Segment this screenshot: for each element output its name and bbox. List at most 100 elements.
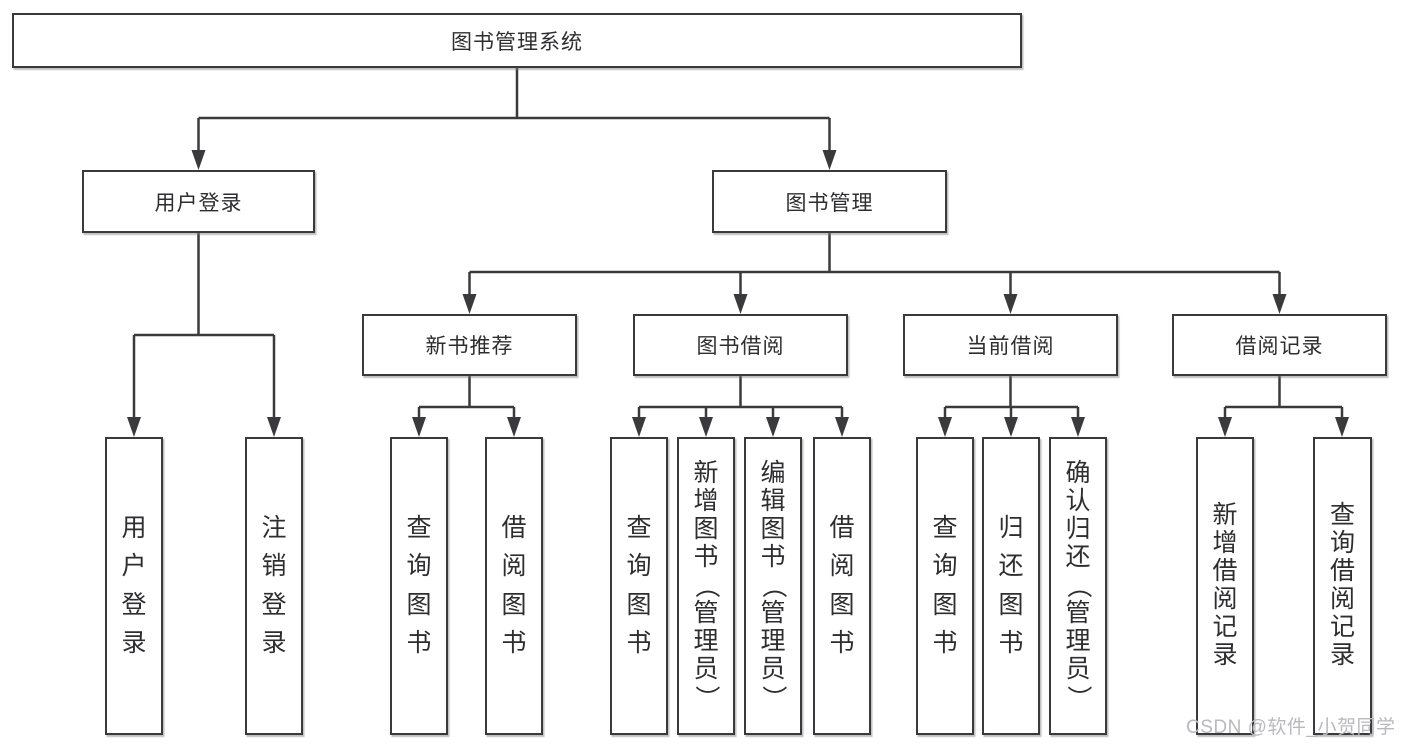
node-label: 新增图书（管理员） [692, 439, 721, 733]
vertical-char: 查 [626, 513, 652, 542]
vertical-char: 查 [1329, 501, 1355, 530]
node-label: 新增借阅记录 [1212, 439, 1237, 733]
vertical-char: 阅 [829, 552, 855, 580]
vertical-char: 理 [760, 627, 786, 656]
leaf-bb-edit-book-admin: 编辑图书（管理员） [744, 437, 802, 735]
arrowhead-icon [1272, 294, 1287, 314]
node-root-system: 图书管理系统 [12, 13, 1022, 68]
node-user-login-module: 用户登录 [82, 170, 315, 233]
vertical-char: 查 [932, 513, 958, 542]
vertical-char: 理 [693, 627, 719, 656]
arrowhead-icon [938, 417, 952, 437]
vertical-char: 录 [261, 629, 287, 657]
node-label: 用户登录 [154, 191, 243, 215]
vertical-char: 图 [932, 590, 958, 619]
leaf-user-login: 用户登录 [105, 437, 163, 735]
leaf-cb-query-book: 查询图书 [916, 437, 974, 735]
node-new-book-recommend: 新书推荐 [362, 314, 577, 376]
arrowhead-icon [1003, 294, 1018, 314]
vertical-char: 借 [1212, 557, 1238, 586]
vertical-char: 员 [760, 655, 786, 684]
arrowhead-icon [733, 294, 748, 314]
vertical-char: 阅 [1329, 585, 1355, 614]
leaf-cb-return-book: 归还图书 [982, 437, 1040, 735]
node-label: 查询图书 [626, 439, 651, 733]
arrowhead-icon [191, 150, 206, 170]
arrowhead-icon [1218, 417, 1232, 437]
vertical-char: 新 [1212, 501, 1238, 530]
vertical-char: 增 [693, 487, 719, 516]
vertical-char: 员 [693, 655, 719, 684]
vertical-char: 认 [1065, 487, 1091, 516]
csdn-watermark: CSDN @软件_小贺同学 [1186, 717, 1396, 738]
vertical-char: 查 [406, 513, 432, 542]
node-label: 借阅图书 [501, 439, 526, 733]
vertical-char: 管 [760, 599, 786, 628]
vertical-char: 图 [626, 590, 652, 619]
leaf-br-add-record: 新增借阅记录 [1196, 437, 1254, 735]
node-label: 借阅图书 [829, 439, 854, 733]
arrowhead-icon [632, 417, 646, 437]
vertical-char: 确 [1065, 459, 1091, 488]
arrowhead-icon [1004, 417, 1018, 437]
vertical-char: 还 [998, 552, 1024, 580]
vertical-char: 用 [121, 513, 147, 542]
vertical-char: 记 [1212, 613, 1238, 642]
node-label: 图书管理 [785, 191, 874, 215]
vertical-char: 询 [406, 552, 432, 580]
vertical-char: 录 [1329, 641, 1355, 670]
vertical-char: 书 [998, 629, 1024, 657]
vertical-char: 管 [693, 599, 719, 628]
leaf-bb-add-book-admin: 新增图书（管理员） [677, 437, 735, 735]
leaf-bb-query-book: 查询图书 [610, 437, 668, 735]
vertical-char: ） [759, 685, 788, 711]
vertical-char: 借 [1329, 557, 1355, 586]
leaf-nb-borrow-book: 借阅图书 [485, 437, 543, 735]
node-label: 图书借阅 [696, 335, 785, 358]
vertical-char: 询 [932, 552, 958, 580]
node-label: 借阅记录 [1235, 335, 1324, 358]
vertical-char: 注 [261, 513, 287, 542]
connector-arrowheads [127, 150, 1349, 437]
vertical-char: 书 [760, 543, 786, 572]
vertical-char: ） [692, 685, 721, 711]
vertical-char: 员 [1065, 655, 1091, 684]
leaf-nb-query-book: 查询图书 [390, 437, 448, 735]
leaf-cb-confirm-return-admin: 确认归还（管理员） [1049, 437, 1107, 735]
node-borrow-record: 借阅记录 [1172, 314, 1387, 376]
vertical-char: 管 [1065, 599, 1091, 628]
vertical-char: 理 [1065, 627, 1091, 656]
vertical-char: 辑 [760, 487, 786, 516]
vertical-char: 图 [998, 590, 1024, 619]
vertical-char: 录 [121, 629, 147, 657]
vertical-char: 书 [693, 543, 719, 572]
vertical-char: 录 [1212, 641, 1238, 670]
vertical-char: ） [1064, 685, 1093, 711]
arrowhead-icon [462, 294, 477, 314]
node-book-borrow: 图书借阅 [633, 314, 848, 376]
vertical-char: 阅 [1212, 585, 1238, 614]
vertical-char: 书 [829, 629, 855, 657]
vertical-char: 登 [261, 590, 287, 619]
arrowhead-icon [835, 417, 849, 437]
leaf-logout: 注销登录 [245, 437, 303, 735]
arrowhead-icon [822, 150, 837, 170]
node-label: 查询图书 [406, 439, 431, 733]
node-label: 编辑图书（管理员） [759, 439, 788, 733]
node-label: 查询借阅记录 [1330, 439, 1355, 733]
vertical-char: 归 [1065, 515, 1091, 544]
leaf-bb-borrow-book: 借阅图书 [813, 437, 871, 735]
arrowhead-icon [267, 417, 281, 437]
vertical-char: 借 [829, 513, 855, 542]
vertical-char: （ [692, 573, 721, 599]
vertical-char: 书 [932, 629, 958, 657]
node-label: 注销登录 [261, 439, 286, 733]
arrowhead-icon [766, 417, 780, 437]
node-label: 新书推荐 [425, 335, 514, 358]
node-book-management-module: 图书管理 [712, 170, 947, 233]
vertical-char: 阅 [501, 552, 527, 580]
vertical-char: 书 [626, 629, 652, 657]
vertical-char: 图 [693, 515, 719, 544]
